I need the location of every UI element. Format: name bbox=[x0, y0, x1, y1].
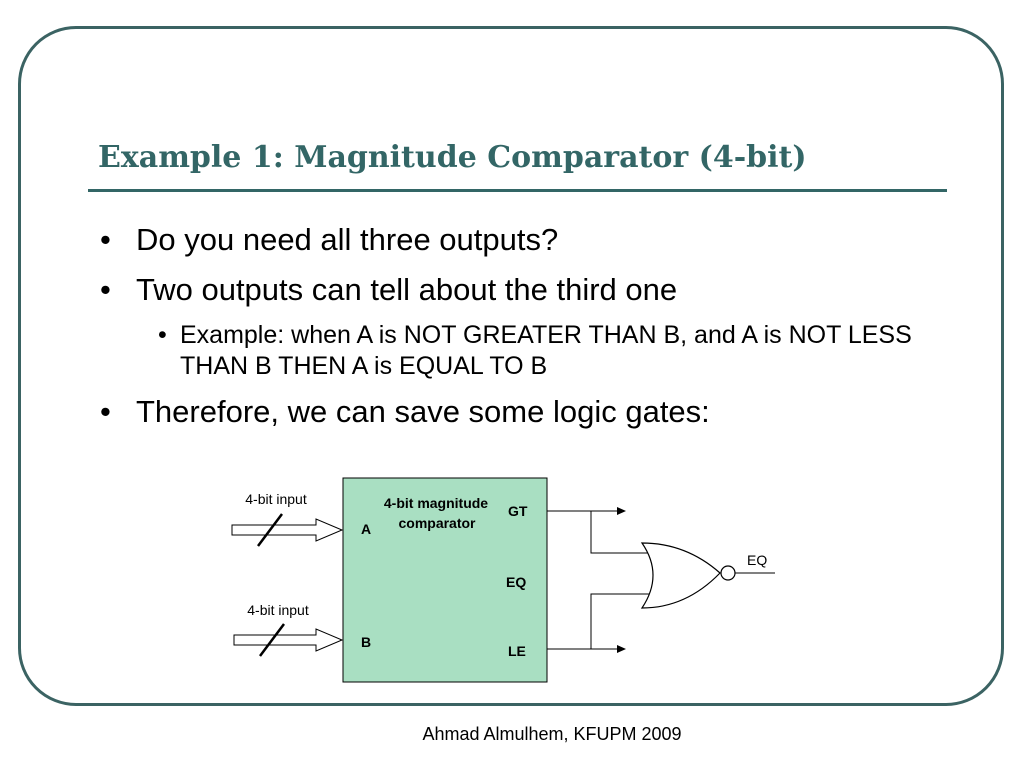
output-eq-label: EQ bbox=[506, 574, 526, 590]
comparator-label-line1: 4-bit magnitude bbox=[384, 495, 488, 511]
le-to-nor-wire bbox=[590, 593, 650, 649]
output-le-label: LE bbox=[508, 643, 526, 659]
bullet-item: Two outputs can tell about the third one bbox=[100, 272, 940, 308]
input-b-arrow bbox=[233, 628, 344, 652]
slide-title: Example 1: Magnitude Comparator (4-bit) bbox=[98, 140, 807, 175]
output-gt-label: GT bbox=[508, 503, 528, 519]
bullet-item: Therefore, we can save some logic gates: bbox=[100, 394, 940, 430]
title-divider bbox=[88, 189, 947, 192]
input-label-top: 4-bit input bbox=[245, 491, 307, 507]
slide-frame bbox=[18, 26, 1004, 706]
sub-bullet-group: Example: when A is NOT GREATER THAN B, a… bbox=[100, 320, 940, 382]
gt-arrowhead bbox=[617, 507, 626, 515]
nor-gate bbox=[640, 542, 721, 609]
port-b-label: B bbox=[361, 634, 371, 650]
comparator-label-line2: comparator bbox=[398, 515, 476, 531]
nor-inversion-bubble bbox=[720, 565, 736, 581]
bullet-list: Do you need all three outputs? Two outpu… bbox=[100, 222, 940, 444]
sub-bullet-item: Example: when A is NOT GREATER THAN B, a… bbox=[144, 320, 940, 382]
gate-output-eq-label: EQ bbox=[747, 552, 767, 568]
gt-to-nor-wire bbox=[590, 511, 650, 554]
input-label-bottom: 4-bit input bbox=[247, 602, 309, 618]
input-a-arrow bbox=[231, 518, 344, 542]
footer-credit: Ahmad Almulhem, KFUPM 2009 bbox=[422, 724, 682, 744]
bus-slash-b bbox=[259, 623, 285, 657]
sub-bullet-list: Example: when A is NOT GREATER THAN B, a… bbox=[100, 320, 940, 382]
le-arrowhead bbox=[617, 645, 626, 653]
comparator-block bbox=[342, 477, 548, 683]
bus-slash-a bbox=[257, 513, 283, 547]
bullet-item: Do you need all three outputs? bbox=[100, 222, 940, 258]
port-a-label: A bbox=[361, 521, 371, 537]
